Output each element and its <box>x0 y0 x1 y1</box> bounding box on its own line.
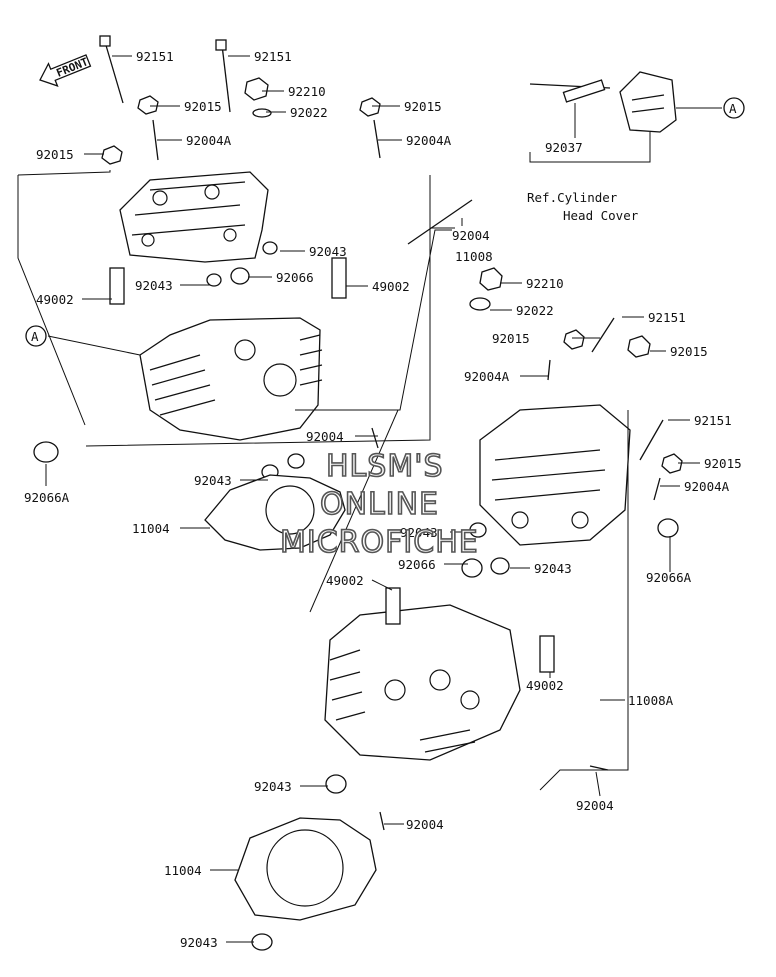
part-label: 92037 <box>545 140 583 155</box>
part-label: 92022 <box>516 303 554 318</box>
front-arrow-badge: FRONT <box>39 54 92 87</box>
part-label: 92015 <box>670 344 708 359</box>
part-label: 11004 <box>164 863 202 878</box>
part-label: 92004A <box>684 479 730 494</box>
part-label: 92043 <box>135 278 173 293</box>
part-number-labels: 92151 92151 92210 92015 92022 92015 9200… <box>24 49 742 950</box>
watermark-line-2: ONLINE <box>320 487 439 522</box>
part-label: 92015 <box>404 99 442 114</box>
callout-a-right: A <box>723 97 745 119</box>
part-label: 92043 <box>309 244 347 259</box>
part-label: 49002 <box>372 279 410 294</box>
part-label: 92043 <box>400 525 438 540</box>
part-label: 92015 <box>704 456 742 471</box>
part-label: 92015 <box>184 99 222 114</box>
assembly-outline-lines <box>17 132 651 791</box>
watermark: HLSM'S ONLINE MICROFICHE <box>279 448 479 561</box>
upper-head-cover-drawing <box>119 171 269 263</box>
callout-a-right-label: A <box>729 101 737 116</box>
part-label: 49002 <box>526 678 564 693</box>
part-label: 92210 <box>288 84 326 99</box>
lower-cylinder-head-drawing <box>324 522 609 831</box>
part-label: 92004A <box>464 369 510 384</box>
ref-head-cover-text: Head Cover <box>563 208 639 223</box>
part-label: 92022 <box>290 105 328 120</box>
part-label: 92004 <box>452 228 490 243</box>
watermark-line-3: MICROFICHE <box>280 525 479 560</box>
upper-cylinder-head-drawing <box>33 241 379 480</box>
leader-lines <box>45 55 722 943</box>
part-label: 92151 <box>136 49 174 64</box>
rear-head-cover-drawing <box>407 199 683 546</box>
part-label: 92066 <box>398 557 436 572</box>
part-label: 92210 <box>526 276 564 291</box>
part-label: 11008 <box>455 249 493 264</box>
part-label: 92043 <box>194 473 232 488</box>
part-label: 92004A <box>186 133 232 148</box>
part-label: 92043 <box>534 561 572 576</box>
part-label: 92066A <box>646 570 692 585</box>
part-label: 92004 <box>306 429 344 444</box>
part-label: 92015 <box>36 147 74 162</box>
front-label: FRONT <box>54 55 90 80</box>
ref-cover-drawing <box>529 71 677 133</box>
watermark-line-1: HLSM'S <box>326 449 444 484</box>
lower-gasket-drawing <box>234 817 377 951</box>
part-label: 49002 <box>36 292 74 307</box>
part-label: 92043 <box>254 779 292 794</box>
part-label: 92066 <box>276 270 314 285</box>
part-label: 92151 <box>254 49 292 64</box>
part-label: 92004A <box>406 133 452 148</box>
part-label: 11008A <box>628 693 674 708</box>
part-label: 92151 <box>694 413 732 428</box>
part-label: 92004 <box>576 798 614 813</box>
part-label: 92151 <box>648 310 686 325</box>
part-label: 92015 <box>492 331 530 346</box>
part-label: 92043 <box>180 935 218 950</box>
part-label: 49002 <box>326 573 364 588</box>
upper-bolts <box>99 35 381 165</box>
ref-cylinder-text: Ref.Cylinder <box>527 190 618 205</box>
part-label: 11004 <box>132 521 170 536</box>
part-label: 92004 <box>406 817 444 832</box>
callout-a-left-label: A <box>31 329 39 344</box>
part-label: 92066A <box>24 490 70 505</box>
callout-a-left: A <box>25 325 47 347</box>
